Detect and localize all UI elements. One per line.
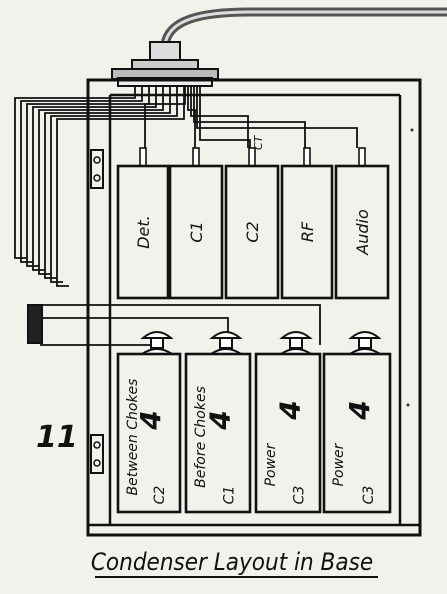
power-cable-core [163,10,447,46]
terminal-wire [196,86,358,148]
terminal-post [303,147,311,167]
speck [410,128,414,132]
terminal-post [358,147,366,167]
condenser-can [184,352,252,514]
condenser-audio: Audio [334,147,390,300]
condenser-c3-power: Power 4C3 [254,331,322,514]
condenser-ref: C1 [221,486,237,505]
condenser-label: Audio [353,209,372,256]
terminal-post [192,147,200,167]
lower-wire [40,304,321,345]
capacitance-value: 4 [204,410,237,430]
ct-label: CT [252,134,265,150]
terminal-cap [209,331,243,339]
wire [20,86,143,263]
wire [56,86,185,287]
condenser-can [116,352,182,514]
ct-wire [199,86,251,148]
wire [26,86,150,267]
condenser-label: Before Chokes [193,386,209,488]
condenser-ref: C3 [361,486,377,505]
condenser-label: Power [263,442,279,486]
wire [38,86,164,275]
speck [406,403,410,407]
terminal-neck [219,337,233,349]
hinge-bottom [90,434,104,474]
wire [50,86,178,283]
top-condenser-row: Det. C1 C2 RF Audio [116,147,390,300]
capacitance-value: 4 [343,400,376,420]
condenser-label: RF [298,221,317,242]
condenser-ref: C2 [152,486,168,505]
condenser-label: Between Chokes [125,379,141,496]
condenser-ref: C3 [291,486,307,505]
condenser-rf: RF [280,147,334,300]
capacitance-value: 4 [274,400,307,420]
condenser-label: C1 [187,221,206,242]
base-outline [86,78,422,537]
terminal-cap [140,331,174,339]
hinge-top [90,149,104,189]
condenser-can [334,164,390,300]
condenser-det: Det. [116,147,170,300]
power-cable [160,7,447,46]
terminal-plug [27,304,43,344]
capacitance-value: 4 [134,410,167,430]
cable-connector [111,41,219,87]
figure-number: 11 [36,420,78,455]
condenser-can [254,352,322,514]
condenser-can [168,164,224,300]
terminal-wire [193,86,306,148]
condenser-label: Det. [134,215,153,249]
condenser-can [224,164,280,300]
lower-wire [40,342,161,346]
terminal-cap [348,331,382,339]
condenser-c1: C1 [168,147,224,300]
condenser-can [322,352,392,514]
terminal-neck [358,337,372,349]
condenser-can [280,164,334,300]
terminal-wire [144,86,186,148]
condenser-label: C2 [243,221,262,242]
condenser-c2: C2 [224,147,280,300]
terminal-neck [289,337,303,349]
wiring-bundle [14,86,358,346]
condenser-power: Power 4C3 [322,331,392,514]
condenser-label: Power [331,442,347,486]
terminal-post [139,147,147,167]
terminal-cap [279,331,313,339]
caption: Condenser Layout in Base [91,548,373,576]
wire [32,86,157,271]
terminal-wire [190,86,249,148]
wire [14,86,136,259]
condenser-can [116,164,170,300]
terminal-neck [150,337,164,349]
lower-wire [40,317,229,340]
